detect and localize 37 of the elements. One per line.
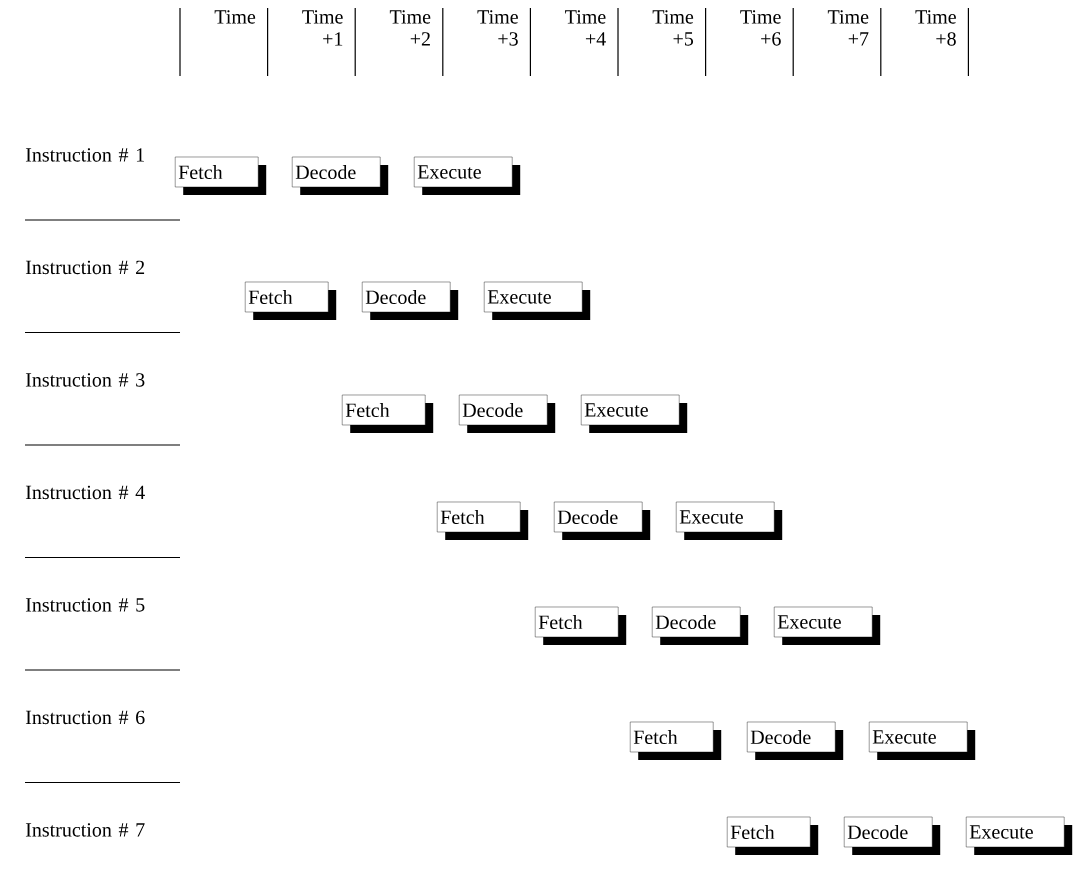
stage-box: Execute	[581, 394, 688, 433]
stage-box: Decode	[292, 156, 389, 195]
row-label: Instruction # 7	[25, 823, 145, 837]
stage-box: Execute	[414, 156, 521, 195]
column-header: Time	[214, 10, 256, 24]
row-label: Instruction # 1	[25, 148, 144, 162]
stage-box: Decode	[652, 606, 749, 645]
row-label: Instruction # 2	[25, 260, 145, 275]
stage-box: Decode	[362, 281, 459, 320]
stage-box: Decode	[459, 394, 556, 433]
stage-box: Fetch	[175, 156, 267, 195]
row-label: Instruction # 5	[25, 598, 145, 612]
stage-box: Fetch	[342, 394, 434, 433]
stage-box: Execute	[966, 816, 1073, 855]
column-header: Time +6	[740, 10, 781, 46]
column-header: Time +7	[827, 10, 869, 46]
stage-box: Fetch	[535, 606, 627, 645]
stage-box: Decode	[747, 721, 844, 760]
column-header: Time +2	[389, 10, 431, 46]
row-label: Instruction # 6	[25, 710, 145, 725]
stage-box: Decode	[554, 501, 651, 540]
stage-box: Fetch	[630, 721, 722, 760]
column-header: Time +4	[565, 10, 606, 46]
column-header: Time +8	[915, 10, 956, 46]
stage-box: Execute	[676, 501, 783, 540]
column-header: Time +5	[652, 10, 694, 46]
stage-box: Execute	[774, 606, 881, 645]
column-header: Time +1	[302, 10, 343, 46]
stage-box: Decode	[844, 816, 941, 855]
row-label: Instruction # 3	[25, 373, 145, 387]
stage-box: Fetch	[437, 501, 529, 540]
stage-box: Execute	[869, 721, 976, 760]
stage-box: Execute	[484, 281, 591, 320]
column-header: Time +3	[477, 10, 518, 46]
stage-box: Fetch	[727, 816, 819, 855]
stage-box: Fetch	[245, 281, 337, 320]
row-label: Instruction # 4	[25, 485, 145, 500]
